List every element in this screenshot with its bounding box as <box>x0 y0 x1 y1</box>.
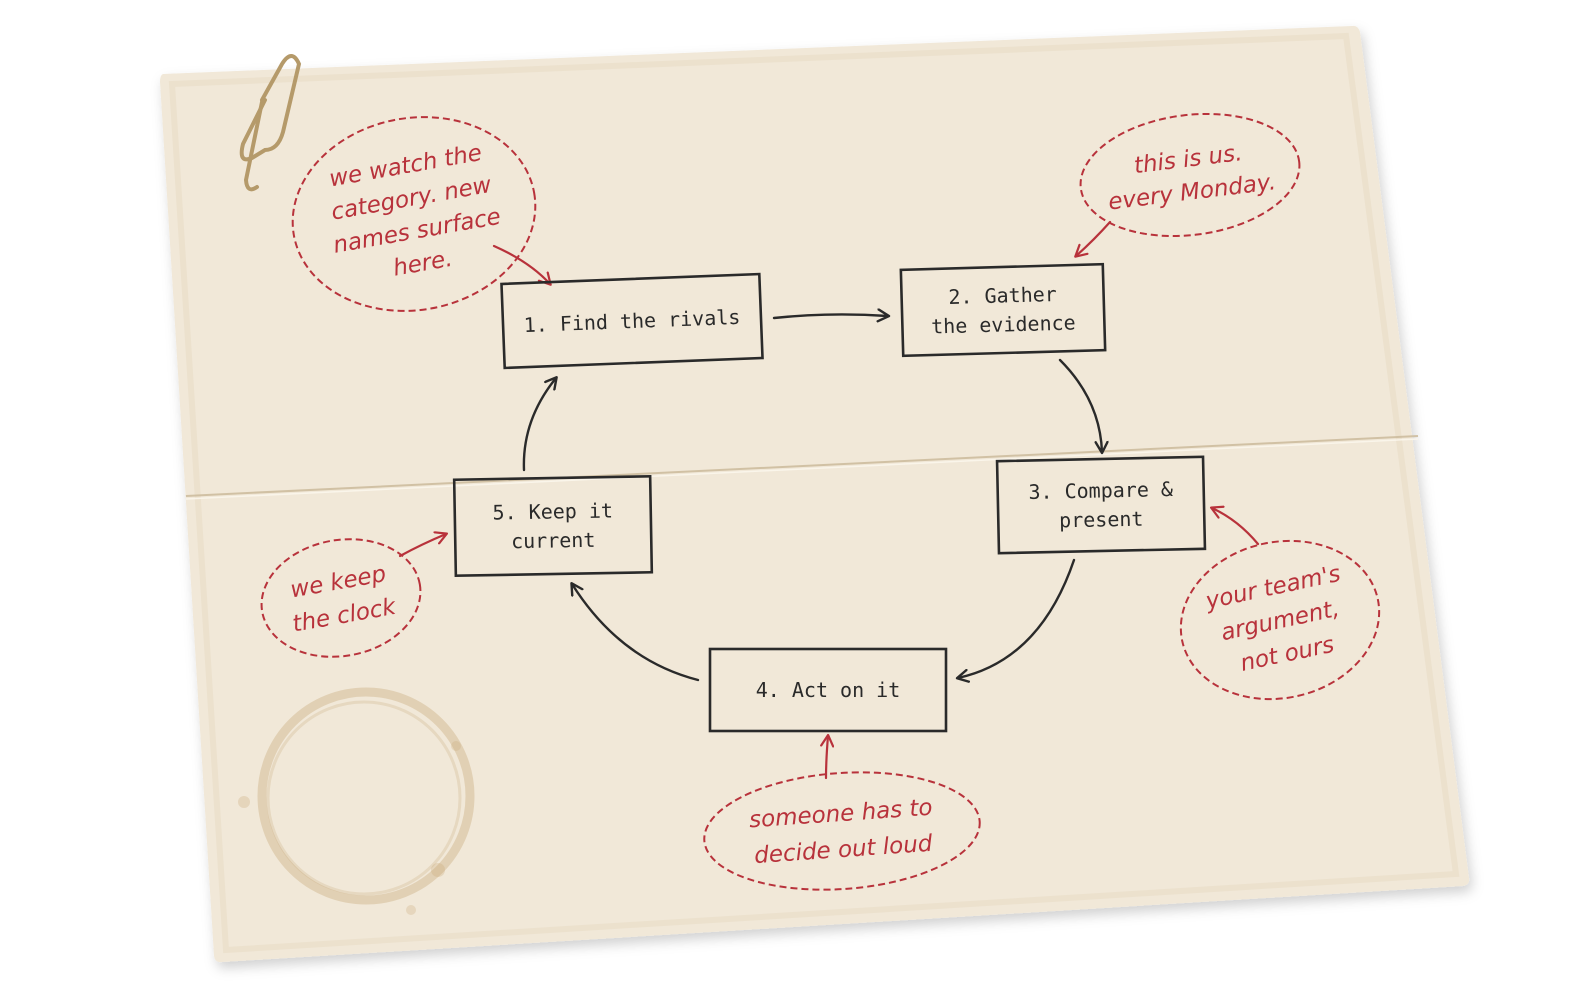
annotation-bubble <box>291 116 537 312</box>
step-label-line: present <box>1059 507 1144 533</box>
pointer-note-5 <box>398 534 446 558</box>
step-box-frame <box>899 262 1107 358</box>
step-box-frame <box>452 474 654 578</box>
connector-3-to-4 <box>958 558 1076 678</box>
paperclip-icon <box>239 54 302 192</box>
paper-sheet <box>160 25 1470 963</box>
paper-fold-line <box>185 435 1419 497</box>
step-label-line: 3. Compare & <box>1028 477 1173 504</box>
coffee-ring-stain <box>238 687 475 915</box>
step-label-line: the evidence <box>931 310 1076 338</box>
annotation-bubble <box>1179 539 1381 701</box>
step-label-line: 4. Act on it <box>756 678 901 702</box>
pointer-note-2 <box>1076 220 1112 256</box>
step-box-frame <box>708 647 948 733</box>
connector-1-to-2 <box>772 314 888 318</box>
step-box-5: 5. Keep it current <box>452 474 654 578</box>
step-box-4: 4. Act on it <box>708 647 948 733</box>
cycle-connectors <box>522 314 1102 682</box>
step-label-line: current <box>511 528 596 553</box>
step-label-line: 5. Keep it <box>492 498 613 524</box>
step-box-3: 3. Compare & present <box>995 455 1207 555</box>
step-label-line: 2. Gather <box>948 282 1057 309</box>
paper-fold-highlight <box>185 438 1419 500</box>
connector-2-to-3 <box>1058 358 1102 452</box>
paper-card <box>160 25 1470 963</box>
annotation-bubble <box>260 538 422 658</box>
annotation-bubble <box>1079 112 1301 238</box>
paper-inner-edge <box>168 32 1460 954</box>
annotation-bubble <box>703 771 981 891</box>
pointer-note-1 <box>492 244 550 284</box>
pointer-note-3 <box>1212 508 1260 546</box>
connector-5-to-1 <box>522 378 556 472</box>
step-box-frame <box>500 272 764 370</box>
connector-4-to-5 <box>572 584 700 682</box>
step-box-frame <box>995 455 1207 555</box>
